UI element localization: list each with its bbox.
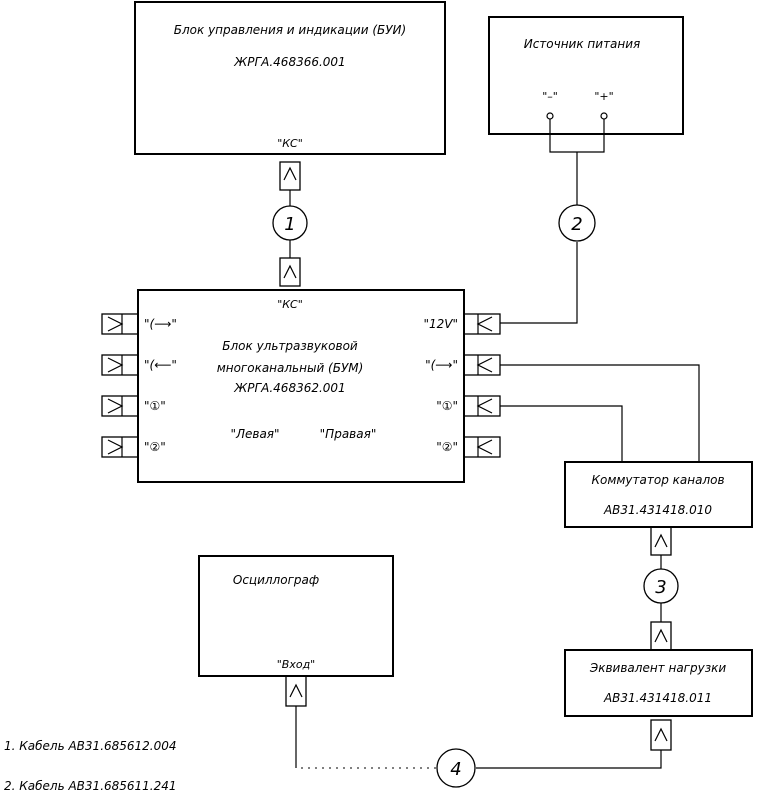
connector-bum-left-3: [101, 395, 139, 417]
load-equivalent-code: АВ31.431418.011: [603, 691, 712, 705]
bum-right-label: "Правая": [320, 427, 377, 441]
cable-number-4: 4: [450, 759, 461, 780]
load-equivalent-frame: [564, 649, 753, 717]
oscilloscope-title: Осциллограф: [233, 573, 319, 587]
power-supply-frame: [488, 16, 684, 135]
cable-number-2: 2: [571, 214, 582, 235]
connector-switch-bottom: [650, 526, 672, 556]
power-supply-plus-label: "+": [594, 90, 613, 103]
bum-right-port-1: "12V": [423, 317, 458, 331]
connector-load-bottom: [650, 719, 672, 751]
control-unit-frame: [134, 1, 446, 155]
cable-marker-4: 4: [436, 748, 476, 788]
connector-oscilloscope: [285, 675, 307, 707]
oscilloscope-port-label: "Вход": [277, 658, 316, 671]
ultrasonic-unit-top-port: "КС": [277, 298, 303, 311]
control-unit-title: Блок управления и индикации (БУИ): [174, 23, 406, 37]
plus-terminal-icon: [600, 112, 608, 120]
legend-item-2: 2. Кабель АВ31.685611.241: [4, 779, 177, 793]
bum-right-port-2: "(⟶": [425, 358, 458, 372]
bum-left-port-4: "②": [144, 440, 166, 454]
legend-item-1: 1. Кабель АВ31.685612.004: [4, 739, 177, 753]
ultrasonic-unit-code: ЖРГА.468362.001: [233, 381, 345, 395]
wires: [289, 119, 700, 769]
oscilloscope-frame: [198, 555, 394, 677]
connector-bum-left-4: [101, 436, 139, 458]
ultrasonic-unit-title-1: Блок ультразвуковой: [222, 339, 358, 353]
power-supply-minus-label: "–": [542, 90, 558, 103]
channel-switch-title: Коммутатор каналов: [591, 473, 724, 487]
bum-right-port-4: "②": [436, 440, 458, 454]
bum-left-label: "Левая": [230, 427, 279, 441]
power-supply-title: Источник питания: [524, 37, 641, 51]
cable-number-3: 3: [655, 577, 666, 598]
ultrasonic-unit-title-2: многоканальный (БУМ): [217, 361, 364, 375]
channel-switch-code: АВ31.431418.010: [603, 503, 712, 517]
control-unit-port-label: "КС": [277, 137, 303, 150]
oscilloscope-block: Осциллограф "Вход": [198, 555, 394, 677]
connector-bum-left-2: [101, 354, 139, 376]
connector-bum-right-1: [463, 313, 501, 335]
connector-bum-right-3: [463, 395, 501, 417]
connector-bum-right-2: [463, 354, 501, 376]
connector-bum-left-1: [101, 313, 139, 335]
connector-control-unit: [279, 161, 301, 191]
cable-markers: 1 2 3 4: [272, 204, 679, 788]
ultrasonic-unit-block: "КС" Блок ультразвуковой многоканальный …: [137, 289, 465, 483]
connector-load-top: [650, 621, 672, 651]
connector-bum-right-4: [463, 436, 501, 458]
connectors: [101, 161, 672, 751]
bum-left-port-1: "(⟶": [144, 317, 177, 331]
control-unit-block: Блок управления и индикации (БУИ) ЖРГА.4…: [134, 1, 446, 155]
bum-left-port-3: "①": [144, 399, 166, 413]
channel-switch-frame: [564, 461, 753, 528]
cable-marker-1: 1: [272, 205, 308, 241]
cable-marker-2: 2: [558, 204, 596, 242]
ultrasonic-unit-frame: [137, 289, 465, 483]
cable-legend: 1. Кабель АВ31.685612.004 2. Кабель АВ31…: [4, 739, 177, 793]
minus-terminal-icon: [546, 112, 554, 120]
bum-left-port-2: "(⟵": [144, 358, 177, 372]
cable-marker-3: 3: [643, 568, 679, 604]
load-equivalent-block: Эквивалент нагрузки АВ31.431418.011: [564, 649, 753, 717]
channel-switch-block: Коммутатор каналов АВ31.431418.010: [564, 461, 753, 528]
load-equivalent-title: Эквивалент нагрузки: [589, 661, 726, 675]
bum-right-port-3: "①": [436, 399, 458, 413]
connector-bum-top: [279, 257, 301, 287]
cable-number-1: 1: [284, 214, 295, 235]
power-supply-block: Источник питания "–" "+": [488, 16, 684, 135]
control-unit-code: ЖРГА.468366.001: [233, 55, 345, 69]
